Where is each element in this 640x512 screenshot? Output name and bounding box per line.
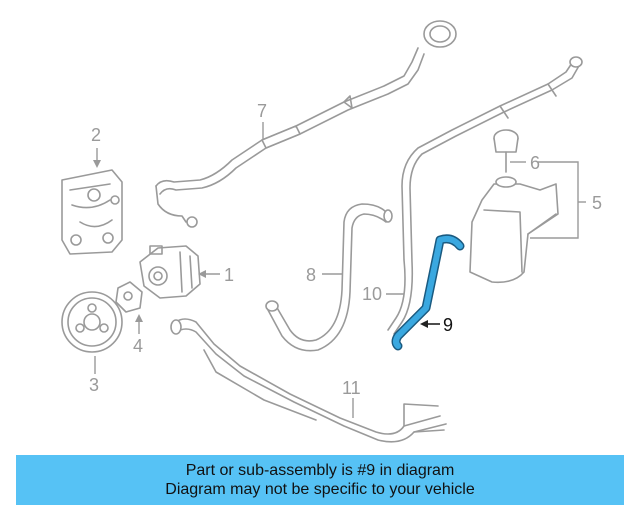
banner-line-1: Part or sub-assembly is #9 in diagram <box>185 462 455 479</box>
callout-2: 2 <box>91 125 101 145</box>
callout-8: 8 <box>306 265 316 285</box>
callout-7: 7 <box>257 101 267 121</box>
part-10-line[interactable] <box>387 56 583 335</box>
part-11-cooler[interactable] <box>170 318 447 443</box>
callout-11: 11 <box>342 378 361 398</box>
part-8-hose[interactable] <box>265 203 393 352</box>
part-7-hose[interactable] <box>155 20 457 228</box>
part-2-bracket[interactable] <box>61 169 123 255</box>
callout-6: 6 <box>530 153 540 173</box>
parts-diagram: 2 3 4 1 7 <box>61 20 602 443</box>
callout-3: 3 <box>89 375 99 395</box>
callout-1: 1 <box>224 265 234 285</box>
leader-5 <box>530 161 579 239</box>
part-3-pulley[interactable] <box>61 291 123 353</box>
part-6-cap[interactable] <box>493 129 519 173</box>
part-1-pump[interactable] <box>139 245 201 299</box>
callout-9: 9 <box>443 315 453 335</box>
banner-line-2: Diagram may not be specific to your vehi… <box>165 481 475 498</box>
callout-5: 5 <box>592 193 602 213</box>
info-banner: Part or sub-assembly is #9 in diagram Di… <box>16 455 624 505</box>
callout-10: 10 <box>362 284 382 304</box>
callout-4: 4 <box>133 336 143 356</box>
part-5-reservoir[interactable] <box>469 176 559 284</box>
part-4-gasket[interactable] <box>115 281 143 313</box>
part-9-hose-highlighted[interactable] <box>391 234 465 351</box>
